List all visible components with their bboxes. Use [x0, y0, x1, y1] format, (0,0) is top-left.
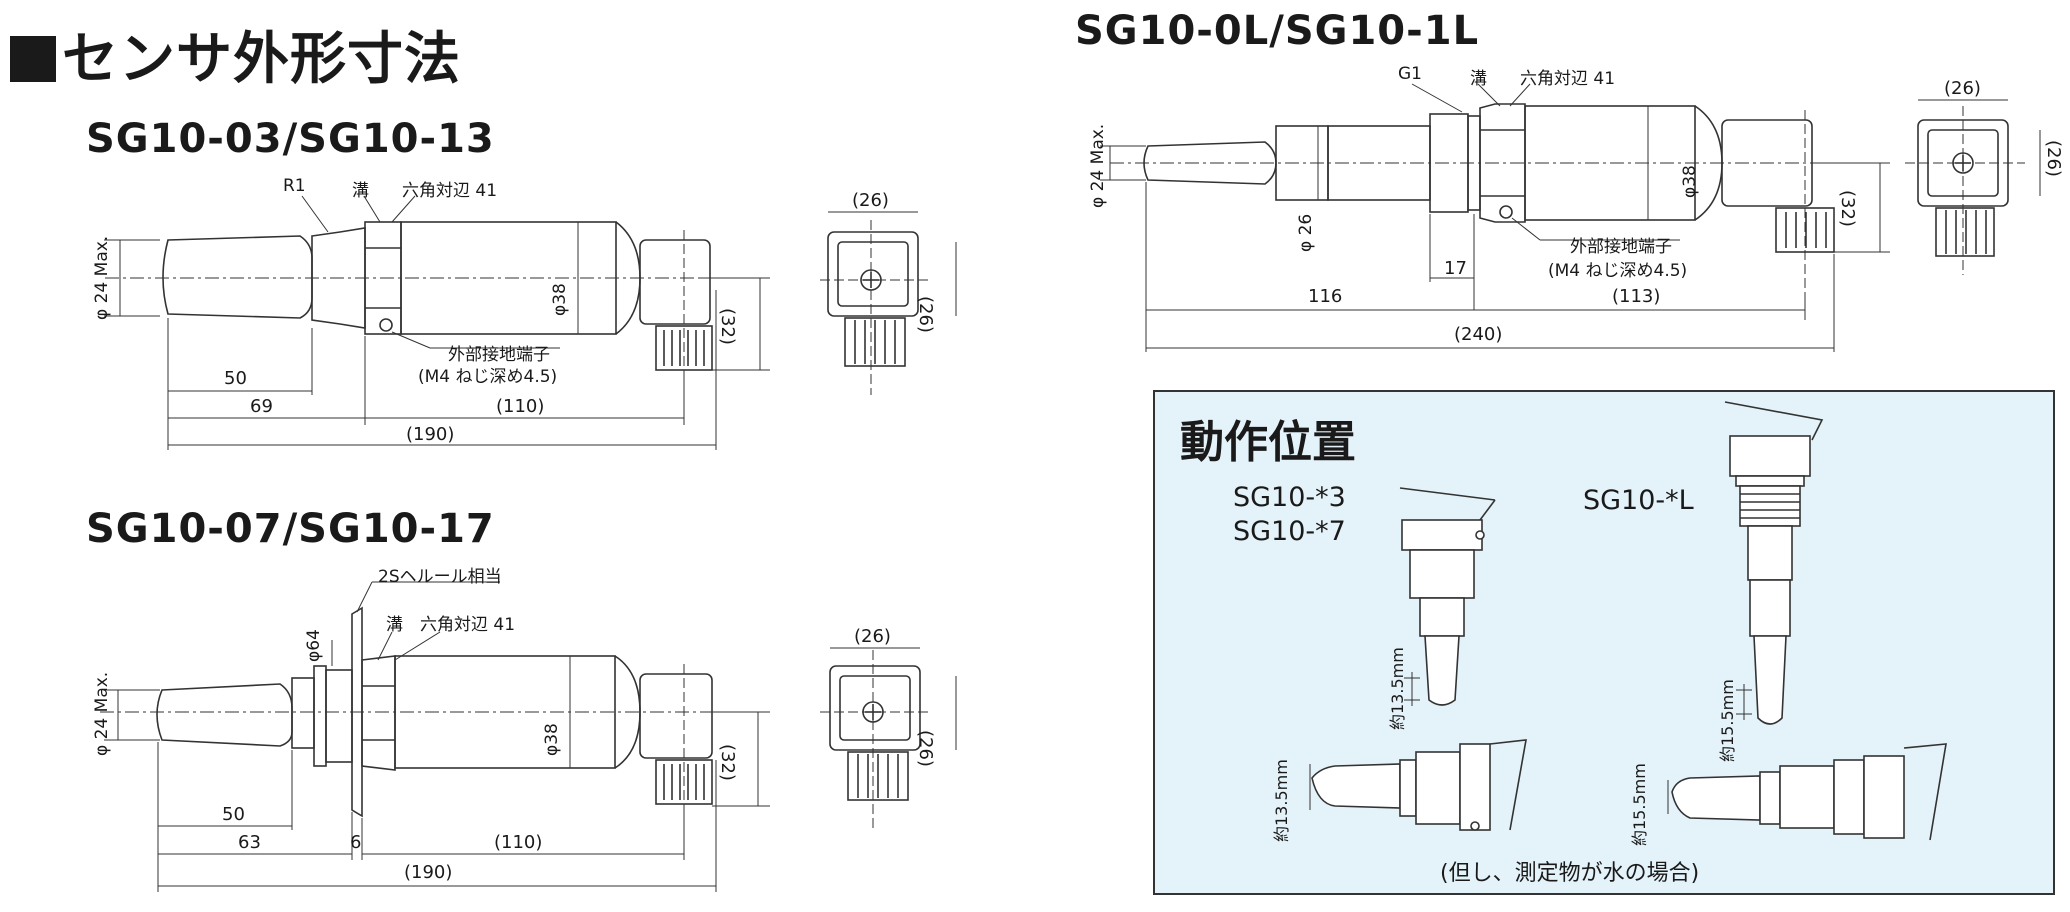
drawing-sg03 [104, 195, 957, 450]
op-dim-155-a: 約15.5mm [1718, 679, 1737, 762]
op-dim-135-a: 約13.5mm [1388, 647, 1407, 730]
page-title-text: センサ外形寸法 [62, 27, 461, 92]
label-phi24-0l: φ 24 Max. [1088, 123, 1108, 208]
label-side-h-07: (26) [915, 730, 936, 767]
label-d50-07: 50 [222, 804, 245, 825]
op-dim-135-b: 約13.5mm [1272, 759, 1291, 842]
label-phi24: φ 24 Max. [92, 235, 112, 320]
label-groove-07: 溝 [386, 615, 403, 635]
operation-title: 動作位置 [1180, 417, 1356, 468]
section-title-sg03: SG10-03/SG10-13 [86, 116, 495, 162]
label-r1: R1 [283, 176, 306, 196]
op-horizontal-b [1667, 743, 1947, 841]
section-title-sg0l: SG10-0L/SG10-1L [1075, 8, 1480, 54]
label-side-h-0l: (26) [2043, 140, 2064, 177]
label-phi38-0l: φ38 [1680, 165, 1700, 198]
label-hex: 六角対辺 41 [402, 181, 498, 201]
op-label-sg10-7: SG10-*7 [1233, 516, 1346, 547]
label-phi24-07: φ 24 Max. [92, 671, 112, 756]
label-side-w-07: (26) [854, 626, 891, 647]
op-dim-155-b: 約15.5mm [1630, 763, 1649, 846]
op-vertical-a [1399, 487, 1496, 706]
op-horizontal-a [1309, 739, 1527, 831]
label-ground-2: (M4 ねじ深め4.5) [418, 367, 558, 387]
label-hex-0l: 六角対辺 41 [1520, 69, 1616, 89]
label-d113: (113) [1612, 286, 1661, 307]
label-ferrule: 2Sヘルール相当 [378, 567, 502, 587]
label-groove-0l: 溝 [1470, 69, 1487, 89]
label-phi38-07: φ38 [542, 723, 562, 756]
label-side-32-0l: (32) [1837, 190, 1858, 227]
label-d240: (240) [1454, 324, 1503, 345]
label-ground-1: 外部接地端子 [448, 345, 550, 365]
label-ground-1-0l: 外部接地端子 [1570, 237, 1672, 257]
label-phi26: φ 26 [1296, 213, 1316, 252]
operation-note: (但し、測定物が水の場合) [1440, 861, 1700, 886]
label-d63: 63 [238, 832, 261, 853]
label-ground-2-0l: (M4 ねじ深め4.5) [1548, 261, 1688, 281]
square-bullet-icon [10, 36, 56, 82]
label-d116: 116 [1308, 286, 1343, 307]
label-phi38: φ38 [550, 283, 570, 316]
label-side-w-0l: (26) [1944, 78, 1981, 99]
op-label-sg10-l: SG10-*L [1583, 485, 1694, 516]
page-title: センサ外形寸法 [10, 14, 461, 95]
drawing-sg0l [1100, 83, 2041, 352]
label-side-32-07: (32) [717, 744, 738, 781]
label-side-w: (26) [852, 190, 889, 211]
label-side-h: (26) [915, 296, 936, 333]
label-g1: G1 [1398, 64, 1422, 84]
label-d110-07: (110) [494, 832, 543, 853]
label-groove: 溝 [352, 181, 369, 201]
section-title-sg07: SG10-07/SG10-17 [86, 506, 495, 552]
label-side-32: (32) [717, 308, 738, 345]
label-d190: (190) [406, 424, 455, 445]
label-d110: (110) [496, 396, 545, 417]
label-d6: 6 [350, 832, 362, 853]
label-d190-07: (190) [404, 862, 453, 883]
label-phi64: φ64 [304, 629, 324, 662]
label-hex-07: 六角対辺 41 [420, 615, 516, 635]
label-d69: 69 [250, 396, 273, 417]
op-vertical-b [1724, 401, 1824, 725]
drawing-sg07 [100, 581, 957, 892]
label-d50: 50 [224, 368, 247, 389]
op-label-sg10-3: SG10-*3 [1233, 482, 1346, 513]
label-d17: 17 [1444, 258, 1467, 279]
